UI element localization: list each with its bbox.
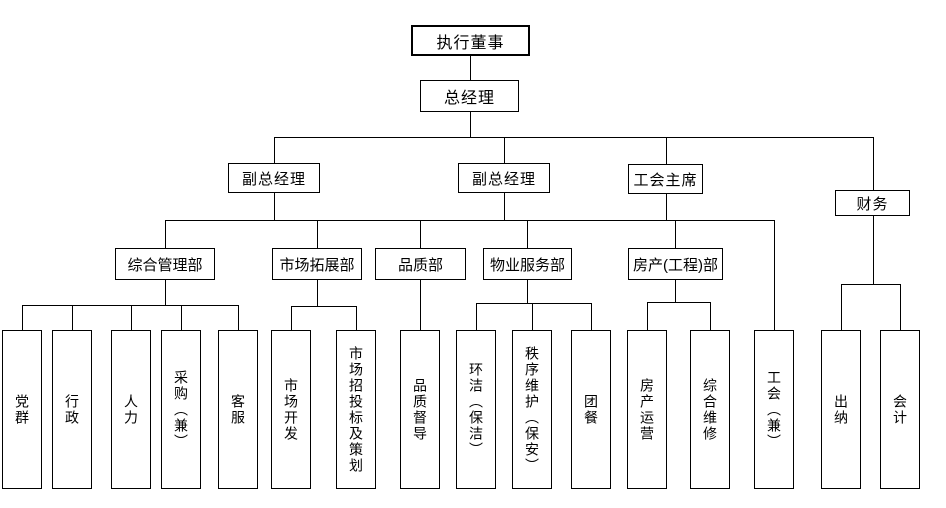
node-accounting: 会计 [880, 330, 920, 489]
connector-line [291, 306, 356, 307]
node-cashier-label: 出纳 [833, 393, 849, 426]
node-administration: 行政 [52, 330, 92, 489]
node-customer-service: 客服 [218, 330, 258, 489]
connector-line [291, 306, 292, 330]
node-procurement: 采购（兼） [161, 330, 201, 489]
node-finance: 财务 [835, 190, 910, 216]
node-deputy-general-manager-1: 副总经理 [228, 163, 320, 193]
connector-line [274, 137, 275, 163]
connector-line [317, 220, 318, 248]
node-party-group: 党群 [2, 330, 42, 489]
connector-line [666, 137, 667, 164]
connector-line [476, 303, 591, 304]
connector-line [841, 284, 900, 285]
node-security: 秩序维护（保安） [512, 330, 552, 489]
node-cleaning-label: 环洁（保洁） [468, 361, 484, 458]
connector-line [504, 137, 505, 163]
node-quality-supervision: 品质督导 [400, 330, 440, 489]
connector-line [165, 280, 166, 305]
connector-line [131, 305, 132, 330]
node-group-catering-label: 团餐 [583, 393, 599, 426]
node-party-group-label: 党群 [14, 393, 30, 426]
connector-line [238, 305, 239, 330]
node-union-chairman: 工会主席 [628, 164, 703, 194]
node-real-estate-operation-label: 房产运营 [639, 377, 655, 442]
connector-line [274, 193, 275, 220]
connector-line [356, 306, 357, 330]
connector-line [900, 284, 901, 330]
connector-line [72, 305, 73, 330]
connector-line [22, 305, 23, 330]
node-general-maintenance: 综合维修 [690, 330, 730, 489]
connector-line [420, 220, 421, 248]
node-deputy-general-manager-2: 副总经理 [458, 163, 550, 193]
connector-line [470, 56, 471, 80]
node-accounting-label: 会计 [892, 393, 908, 426]
connector-line [165, 220, 774, 221]
connector-line [22, 305, 238, 306]
connector-line [532, 303, 533, 330]
connector-line [647, 302, 648, 330]
node-market-bidding-planning-label: 市场招投标及策划 [348, 345, 364, 474]
node-real-estate-engineering-dept: 房产(工程)部 [628, 248, 723, 280]
node-real-estate-operation: 房产运营 [627, 330, 667, 489]
node-general-manager: 总经理 [420, 80, 519, 112]
connector-line [476, 303, 477, 330]
connector-line [873, 137, 874, 190]
node-general-maintenance-label: 综合维修 [702, 377, 718, 442]
node-customer-service-label: 客服 [230, 393, 246, 426]
connector-line [774, 220, 775, 330]
node-procurement-label: 采购（兼） [173, 369, 189, 450]
node-market-development: 市场开发 [271, 330, 311, 489]
node-human-resources: 人力 [111, 330, 151, 489]
connector-line [317, 280, 318, 306]
node-administration-label: 行政 [64, 393, 80, 426]
node-property-service-dept: 物业服务部 [483, 248, 572, 280]
node-quality-dept: 品质部 [375, 248, 466, 280]
connector-line [675, 280, 676, 302]
connector-line [666, 194, 667, 220]
connector-line [710, 302, 711, 330]
connector-line [841, 284, 842, 330]
node-cleaning: 环洁（保洁） [456, 330, 496, 489]
node-general-management-dept: 综合管理部 [115, 248, 215, 280]
node-security-label: 秩序维护（保安） [524, 345, 540, 474]
connector-line [675, 220, 676, 248]
connector-line [470, 112, 471, 137]
node-human-resources-label: 人力 [123, 393, 139, 426]
connector-line [873, 216, 874, 284]
node-market-expansion-dept: 市场拓展部 [272, 248, 362, 280]
node-market-development-label: 市场开发 [283, 377, 299, 442]
node-quality-supervision-label: 品质督导 [412, 377, 428, 442]
connector-line [591, 303, 592, 330]
node-executive-director: 执行董事 [411, 25, 530, 56]
connector-line [504, 193, 505, 220]
connector-line [527, 280, 528, 303]
connector-line [420, 280, 421, 330]
connector-line [165, 220, 166, 248]
connector-line [647, 302, 710, 303]
node-group-catering: 团餐 [571, 330, 611, 489]
node-cashier: 出纳 [821, 330, 861, 489]
connector-line [181, 305, 182, 330]
node-union-label: 工会（兼） [766, 369, 782, 450]
connector-line [274, 137, 874, 138]
connector-line [527, 220, 528, 248]
node-market-bidding-planning: 市场招投标及策划 [336, 330, 376, 489]
node-union: 工会（兼） [754, 330, 794, 489]
